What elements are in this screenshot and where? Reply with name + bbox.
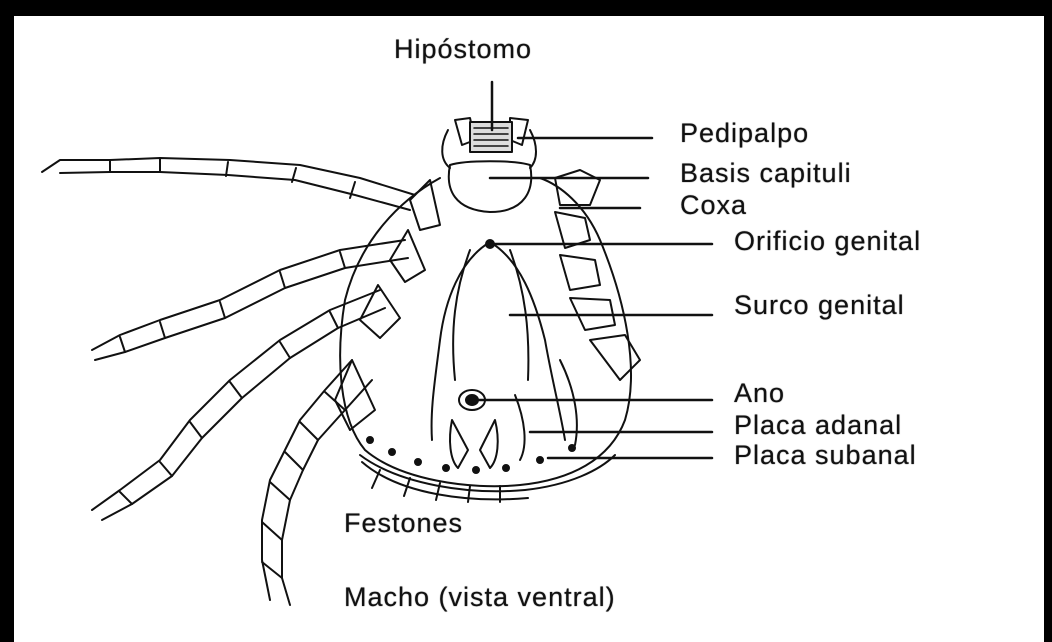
leg-4 (262, 360, 372, 605)
leader-lines (478, 82, 712, 458)
label-hipostomo: Hipóstomo (394, 34, 532, 65)
label-basis-capituli: Basis capituli (680, 158, 852, 189)
adanal-plates (450, 360, 577, 468)
genital-groove (432, 240, 565, 440)
label-pedipalpo: Pedipalpo (680, 118, 809, 149)
label-surco-genital: Surco genital (734, 290, 905, 321)
label-ano: Ano (734, 378, 785, 409)
label-festones: Festones (344, 508, 463, 539)
leg-1 (42, 158, 415, 210)
label-placa-subanal: Placa subanal (734, 440, 917, 471)
label-orificio-genital: Orificio genital (734, 226, 921, 257)
label-placa-adanal: Placa adanal (734, 410, 902, 441)
label-coxa: Coxa (680, 190, 747, 221)
caption: Macho (vista ventral) (344, 582, 616, 613)
capitulum (442, 118, 536, 212)
